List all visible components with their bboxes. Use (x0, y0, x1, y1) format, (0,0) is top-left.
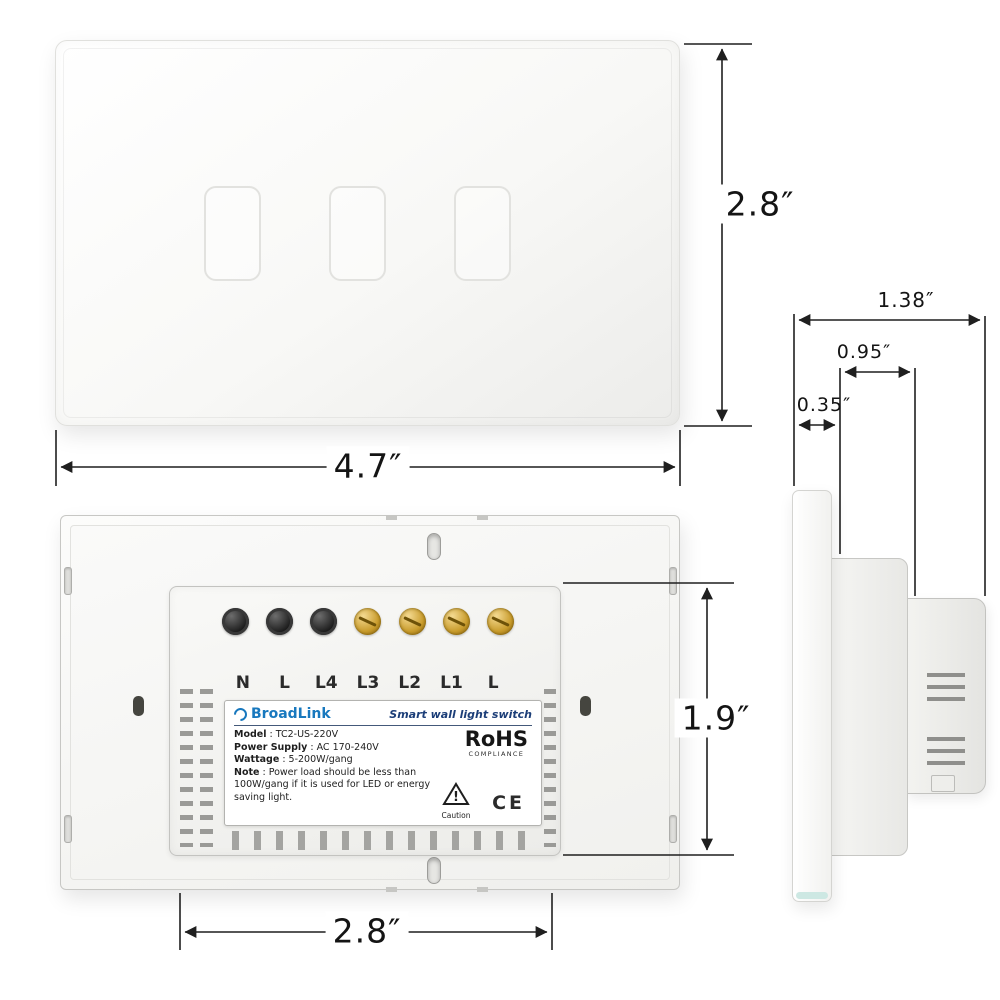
terminal-label: L (487, 673, 499, 693)
side-vent-slots (927, 673, 965, 703)
product-tagline: Smart wall light switch (389, 707, 532, 721)
ce-mark: CE (492, 792, 525, 814)
plate-tab (477, 887, 488, 892)
plate-tab (386, 887, 397, 892)
terminal-labels: N L L4 L3 L2 L1 L (222, 673, 514, 693)
side-vent-slots (927, 737, 965, 767)
side-view-glass (792, 490, 832, 902)
vent-slots (544, 689, 556, 847)
back-module: N L L4 L3 L2 L1 L BroadLink Smart wall l… (169, 586, 561, 856)
keyhole-slot-right (580, 696, 591, 716)
edge-screw-slot (669, 567, 677, 595)
spec-wattage: Wattage : 5-200W/gang (234, 754, 353, 766)
terminal-label: L2 (398, 673, 422, 693)
front-height-dimension: 2.8″ (718, 184, 802, 224)
terminal-screw-black (310, 607, 338, 635)
caution-label: Caution (441, 811, 471, 820)
mounting-slot-top (427, 533, 441, 560)
broadlink-logo-icon (231, 704, 250, 724)
rohs-text: RoHS (464, 727, 528, 751)
vent-slots (180, 689, 193, 847)
plate-tab (386, 515, 397, 520)
spec-power: Power Supply : AC 170-240V (234, 741, 379, 753)
spec-note: Note : Power load should be less than 10… (234, 766, 431, 803)
side-depth-module-dimension: 0.95″ (836, 341, 892, 363)
terminal-screw-brass (442, 607, 470, 635)
product-label: BroadLink Smart wall light switch Model … (224, 700, 542, 826)
terminal-label: N (235, 673, 250, 693)
terminal-screw-brass (354, 607, 382, 635)
edge-screw-slot (64, 567, 72, 595)
front-view-panel (55, 40, 680, 426)
edge-screw-slot (64, 815, 72, 843)
back-height-dimension: 1.9″ (674, 698, 758, 738)
terminal-label: L4 (314, 673, 338, 693)
label-body: Model : TC2-US-220V Power Supply : AC 17… (234, 726, 532, 822)
vent-slots (200, 689, 213, 847)
terminal-label: L3 (356, 673, 380, 693)
rohs-badge: RoHS COMPLIANCE (465, 728, 528, 758)
label-header: BroadLink Smart wall light switch (231, 704, 532, 726)
terminal-screw-brass (398, 607, 426, 635)
side-view-plate (830, 558, 908, 856)
svg-text:!: ! (453, 790, 459, 805)
terminal-screw-black (222, 607, 249, 635)
plate-tab (477, 515, 488, 520)
touch-key-1 (204, 186, 261, 281)
side-depth-total-dimension: 1.38″ (877, 288, 935, 312)
touch-key-3 (454, 186, 511, 281)
caution-mark: ! Caution (438, 782, 474, 820)
side-view-module (906, 598, 986, 794)
side-depth-plate-dimension: 0.35″ (796, 394, 852, 416)
terminal-screw-row (222, 607, 514, 635)
touch-key-2 (329, 186, 386, 281)
front-width-dimension: 4.7″ (326, 446, 410, 486)
rohs-compliance-text: COMPLIANCE (468, 750, 525, 759)
terminal-screw-brass (486, 607, 514, 635)
back-view-panel: N L L4 L3 L2 L1 L BroadLink Smart wall l… (60, 515, 680, 892)
mounting-clip (931, 775, 955, 792)
terminal-label: L (279, 673, 290, 693)
terminal-label: L1 (440, 673, 463, 693)
spec-list: Model : TC2-US-220V Power Supply : AC 17… (234, 729, 439, 804)
caution-triangle-icon: ! (442, 782, 470, 805)
mounting-slot-bottom (427, 857, 441, 884)
brand-name: BroadLink (251, 706, 331, 722)
edge-screw-slot (669, 815, 677, 843)
spec-model: Model : TC2-US-220V (234, 729, 339, 740)
keyhole-slot-left (133, 696, 144, 716)
vent-slots-bottom (232, 831, 532, 850)
brand-logo: BroadLink (231, 704, 331, 724)
terminal-screw-black (266, 607, 294, 635)
back-width-dimension: 2.8″ (325, 911, 409, 951)
